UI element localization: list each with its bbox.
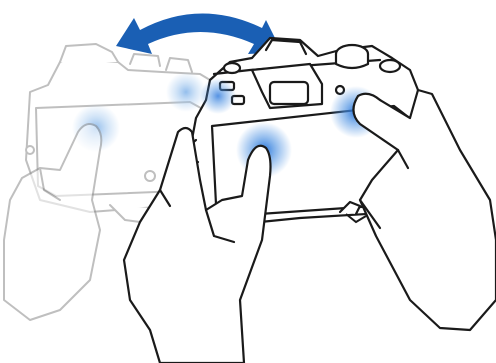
touch-point-top-left-icon: [200, 78, 236, 114]
ghost-touch-point-right-icon: [166, 72, 206, 112]
ghost-viewfinder-icon: [60, 44, 118, 62]
right-hand-icon: [353, 90, 496, 330]
double-arrow-icon: [116, 13, 282, 54]
